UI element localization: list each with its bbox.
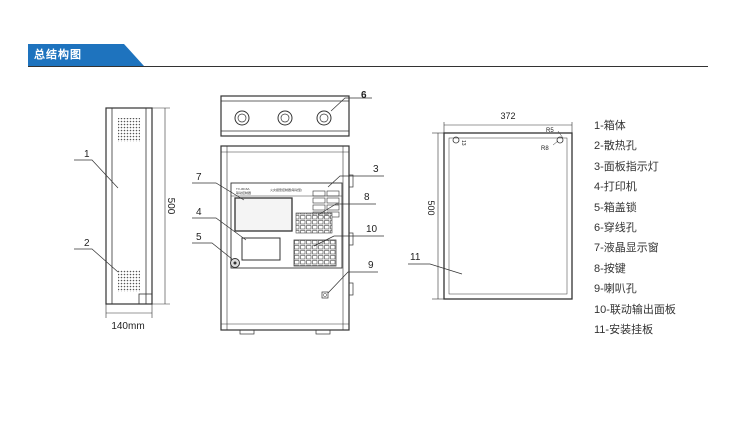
- legend-item: 9-喇叭孔: [594, 283, 637, 296]
- linkage-output-panel: [293, 239, 337, 267]
- side-view: [74, 107, 170, 318]
- top-box-outline: [220, 95, 350, 137]
- legend-item: 4-打印机: [594, 181, 637, 194]
- callout-1: 1: [84, 149, 90, 160]
- leader-5: [192, 242, 233, 260]
- legend-item: 8-按键: [594, 262, 626, 275]
- keypad-upper: [295, 212, 333, 234]
- printer: [241, 237, 281, 261]
- leader-2: [74, 248, 119, 273]
- legend-item: 7-液晶显示窗: [594, 242, 659, 255]
- legend-item: 3-面板指示灯: [594, 160, 659, 173]
- legend-item: 11-安装挂板: [594, 324, 654, 337]
- leader-9: [327, 271, 378, 294]
- section-header-tab: [28, 44, 144, 66]
- callout-3: 3: [373, 164, 379, 175]
- control-panel: [230, 182, 343, 269]
- leader-1: [74, 159, 119, 189]
- leader-11: [408, 263, 463, 275]
- radius-label-r8: R8: [541, 146, 549, 152]
- cable-hole-2: [277, 110, 293, 126]
- callout-9: 9: [368, 260, 374, 271]
- side-vent-bottom: [118, 270, 140, 292]
- side-box-outline: [105, 107, 153, 305]
- cable-hole-3: [316, 110, 332, 126]
- legend-item: 5-箱盖锁: [594, 201, 637, 214]
- cable-hole-1: [234, 110, 250, 126]
- header-rule: [28, 66, 708, 67]
- small-dim-label: 13: [460, 140, 466, 146]
- legend-item: 6-穿线孔: [594, 222, 637, 235]
- callout-10: 10: [366, 224, 378, 235]
- plate-height-label: 500: [426, 200, 436, 215]
- legend-item: 2-散热孔: [594, 140, 637, 153]
- section-title: 总结构图: [34, 49, 82, 61]
- leader-7: [192, 182, 245, 201]
- side-height-label: 500: [165, 198, 176, 215]
- panel-desc-text: 火灾报警控制器(联动型): [270, 187, 302, 192]
- header-tab-shape: [28, 44, 144, 66]
- legend-item: 1-箱体: [594, 120, 626, 132]
- leader-8: [317, 203, 376, 216]
- callout-8: 8: [364, 192, 370, 203]
- callout-11: 11: [410, 252, 421, 263]
- panel-sub-text: 联动控制器: [236, 190, 251, 195]
- parts-legend: 1-箱体 2-散热孔 3-面板指示灯 4-打印机 5-箱盖锁 6-穿线孔 7-液…: [594, 116, 676, 340]
- leader-3: [327, 175, 384, 188]
- callout-4: 4: [196, 207, 202, 218]
- leader-10: [313, 235, 384, 247]
- front-view: [192, 145, 384, 335]
- panel-model-text: TX-3016A: [236, 187, 250, 191]
- side-vent-top: [118, 118, 140, 142]
- callout-6: 6: [361, 90, 367, 101]
- radius-label-r5: R5: [546, 128, 554, 134]
- callout-5: 5: [196, 232, 202, 243]
- lcd-window: [234, 197, 293, 232]
- speaker-hole: [321, 291, 329, 299]
- top-view: [220, 95, 372, 137]
- leader-6: [330, 97, 372, 112]
- plate-width-label: 372: [500, 111, 515, 121]
- callout-7: 7: [196, 172, 202, 183]
- mounting-plate-outline: [443, 132, 573, 300]
- leader-4: [192, 217, 247, 241]
- back-view: [408, 122, 573, 300]
- callout-2: 2: [84, 238, 90, 249]
- legend-item: 10-联动输出面板: [594, 303, 676, 316]
- side-width-label: 140mm: [111, 321, 144, 332]
